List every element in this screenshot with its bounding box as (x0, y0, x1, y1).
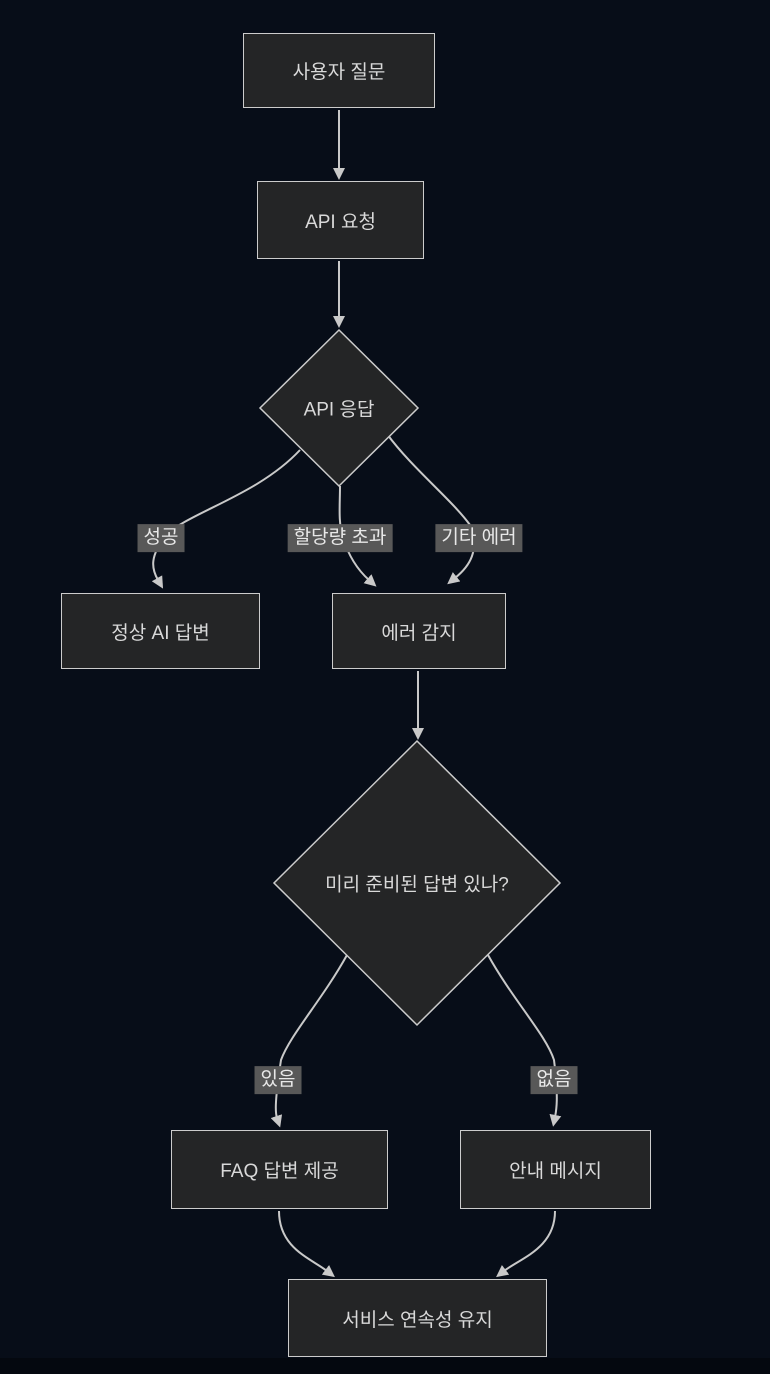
edge-label-other-error: 기타 에러 (435, 524, 523, 552)
edge-label-no: 없음 (530, 1066, 578, 1094)
node-error-detected: 에러 감지 (332, 593, 506, 669)
edge-other-error-to-error-detected (386, 433, 475, 585)
node-api-response-label: API 응답 (303, 399, 375, 421)
node-api-request-label: API 요청 (305, 211, 376, 233)
node-faq-answer: FAQ 답변 제공 (171, 1130, 388, 1209)
node-user-question-label: 사용자 질문 (292, 62, 386, 83)
edge-faq-to-service-continuity (278, 1210, 335, 1278)
node-guide-message: 안내 메시지 (460, 1130, 651, 1209)
bottom-strip (0, 1358, 770, 1374)
node-prepared-answer-check-label: 미리 준비된 답변 있나? (325, 874, 509, 896)
edge-label-yes: 있음 (254, 1066, 302, 1094)
decision-api-response-shape (258, 328, 420, 488)
edge-guide-to-service-continuity (496, 1210, 556, 1278)
edge-success-to-normal-answer (151, 449, 301, 589)
decision-prepared-answer-shape (272, 739, 562, 1027)
edge-yes-to-faq-answer (270, 954, 348, 1128)
node-normal-ai-answer-label: 정상 AI 답변 (111, 622, 210, 644)
node-guide-message-label: 안내 메시지 (509, 1161, 602, 1182)
node-normal-ai-answer: 정상 AI 답변 (61, 593, 260, 669)
edge-no-to-guide-message (487, 954, 562, 1127)
node-error-detected-label: 에러 감지 (381, 622, 457, 644)
node-faq-answer-label: FAQ 답변 제공 (220, 1161, 339, 1182)
edge-label-quota-exceeded: 할당량 초과 (287, 524, 393, 552)
edge-label-success: 성공 (137, 524, 185, 552)
node-user-question: 사용자 질문 (243, 33, 435, 108)
node-service-continuity-label: 서비스 연속성 유지 (342, 1309, 493, 1331)
node-service-continuity: 서비스 연속성 유지 (288, 1279, 547, 1357)
node-api-request: API 요청 (257, 181, 424, 259)
